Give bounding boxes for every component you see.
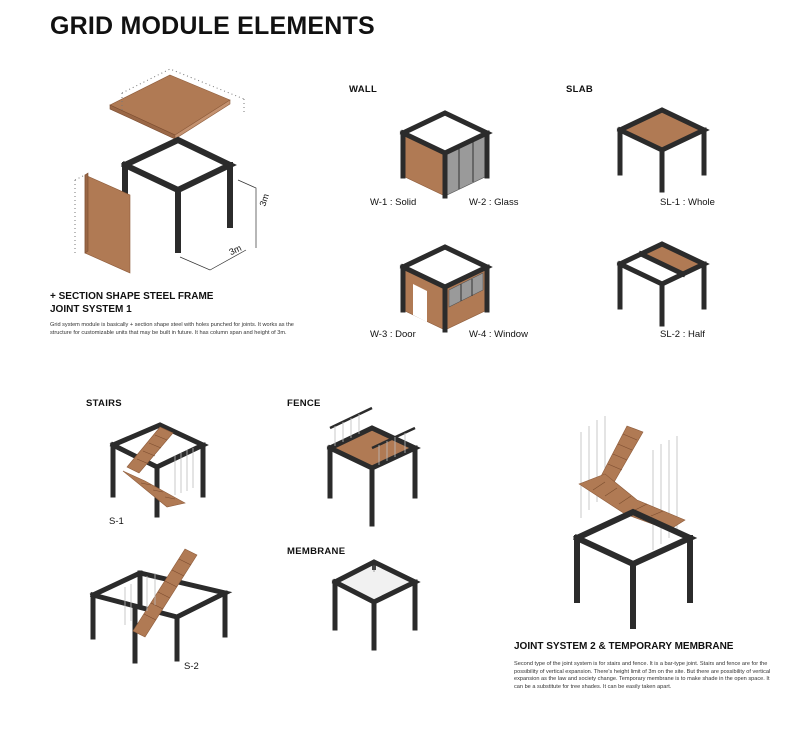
membrane-diagram bbox=[331, 559, 421, 651]
slab-section-title: SLAB bbox=[566, 84, 594, 95]
stair-flight-upper bbox=[126, 426, 174, 474]
wall-section-title: WALL bbox=[349, 84, 378, 95]
slab-sl1-diagram bbox=[616, 107, 710, 193]
wall-w3-label: W-3 : Door bbox=[370, 329, 416, 340]
wall-w1-w2-diagram bbox=[399, 110, 493, 199]
joint-system-1-heading: + SECTION SHAPE STEEL FRAME JOINT SYSTEM… bbox=[50, 290, 213, 316]
fence-diagram bbox=[326, 406, 421, 527]
stairs-s1-label: S-1 bbox=[109, 516, 124, 527]
stair-flight-s2 bbox=[132, 548, 198, 638]
slab-sl1-label: SL-1 : Whole bbox=[660, 197, 715, 208]
stairs-s1-diagram bbox=[109, 422, 209, 518]
joint-system-2-heading: JOINT SYSTEM 2 & TEMPORARY MEMBRANE bbox=[514, 641, 734, 652]
joint-system-1-description: Grid system module is basically + sectio… bbox=[50, 322, 294, 336]
wall-w2-label: W-2 : Glass bbox=[469, 197, 519, 208]
membrane-section-title: MEMBRANE bbox=[287, 546, 346, 557]
stairs-s2-diagram bbox=[89, 548, 233, 664]
joint-system-1-heading-line2: JOINT SYSTEM 1 bbox=[50, 304, 132, 315]
joint-system-2-diagram bbox=[573, 416, 698, 629]
stairs-section-title: STAIRS bbox=[86, 398, 122, 409]
slab-sl2-diagram bbox=[616, 241, 710, 327]
stair-flight-lower bbox=[122, 470, 186, 508]
wall-w1-label: W-1 : Solid bbox=[370, 197, 417, 208]
slab-sl2-label: SL-2 : Half bbox=[660, 329, 705, 340]
main-frame-diagram bbox=[74, 68, 257, 274]
joint-system-2-description: Second type of the joint system is for s… bbox=[514, 661, 771, 690]
wall-w3-w4-diagram bbox=[399, 244, 493, 333]
stairs-s2-label: S-2 bbox=[184, 661, 199, 672]
top-slab-panel bbox=[109, 74, 231, 136]
joint-system-1-heading-line1: + SECTION SHAPE STEEL FRAME bbox=[50, 291, 214, 302]
whole-slab-panel bbox=[619, 109, 705, 151]
wall-w4-label: W-4 : Window bbox=[469, 329, 528, 340]
page-title: GRID MODULE ELEMENTS bbox=[50, 12, 375, 40]
fence-section-title: FENCE bbox=[287, 398, 321, 409]
